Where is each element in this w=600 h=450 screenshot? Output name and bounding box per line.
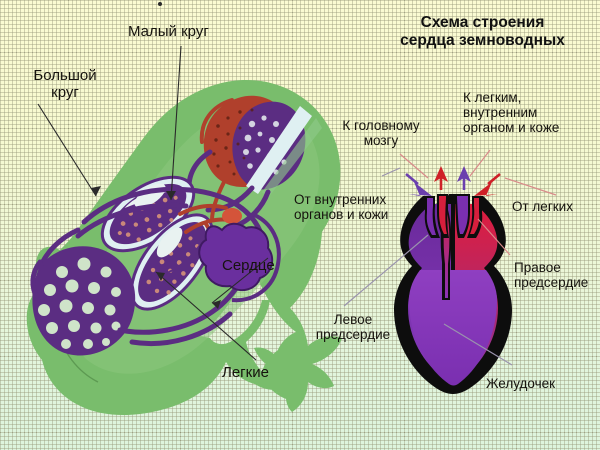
ventricle xyxy=(409,270,497,386)
label-k-golovnomu-mozgu: К головному мозгу xyxy=(342,118,420,149)
label-ot-vnutrennih-organov-i-kozhi: От внутренних органов и кожи xyxy=(294,192,389,223)
label-pravoe-predserdie: Правое предсердие xyxy=(514,260,589,291)
head-arteries xyxy=(199,98,234,222)
frog-leader-lines xyxy=(37,2,269,361)
page-title: Схема строения сердца земноводных xyxy=(400,14,565,50)
flow-arrows xyxy=(405,166,501,196)
vessel-thin xyxy=(159,233,207,277)
label-bolshoy-krug: Большой круг xyxy=(33,67,97,101)
label-serdce: Сердце xyxy=(222,257,275,274)
heart-outer-vessel xyxy=(231,212,281,303)
heart-leader-lines xyxy=(343,149,557,366)
head-capillary-bed xyxy=(203,95,322,198)
label-levoe-predserdie: Левое предсердие xyxy=(315,312,391,343)
great-vessels xyxy=(424,194,483,238)
label-legkie: Легкие xyxy=(222,364,269,381)
label-zheludochek: Желудочек xyxy=(486,376,556,391)
label-ot-legkih: От легких xyxy=(512,199,573,214)
conus-arteriosus xyxy=(222,208,242,224)
frog-heart-shape xyxy=(198,222,274,292)
label-k-legkim-vnutrennim-organom-i-kozhe: К легким, внутренним органом и коже xyxy=(463,90,560,136)
label-maly-krug: Малый круг xyxy=(128,23,209,40)
body-capillary-bed xyxy=(32,246,136,356)
lung-capillary-beds xyxy=(100,175,215,311)
arrow-from-lungs xyxy=(487,173,501,185)
arrow-to-body-organs xyxy=(405,173,419,185)
systemic-circuit-vessels xyxy=(30,186,265,347)
